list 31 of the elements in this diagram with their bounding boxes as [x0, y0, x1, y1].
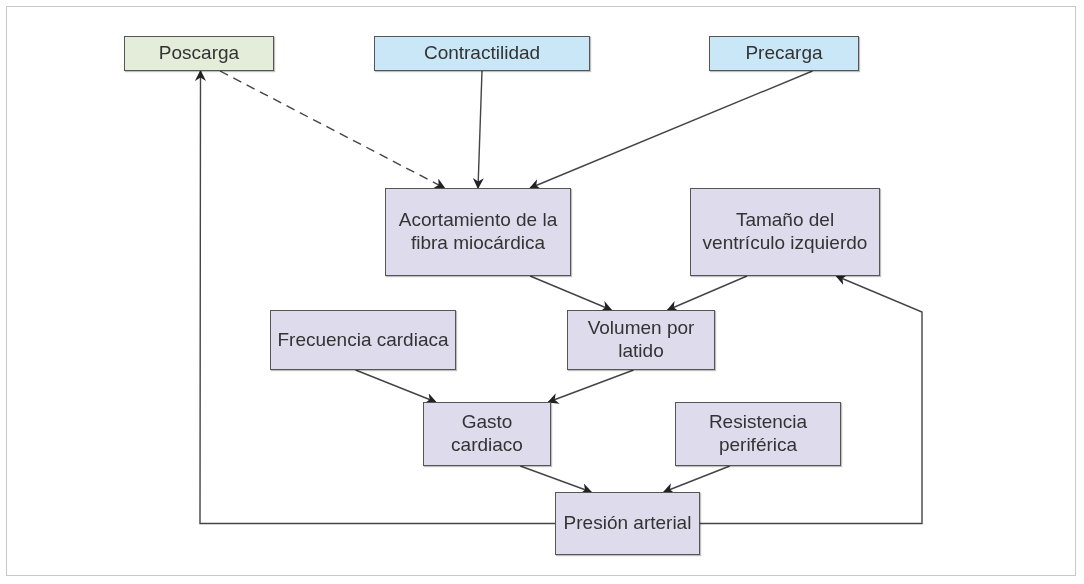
arrow: [666, 275, 748, 312]
process-box: [423, 402, 551, 466]
arrow: [354, 369, 437, 404]
box-label: Gasto cardiaco: [450, 411, 524, 457]
arrow: [529, 275, 613, 312]
process-box: [555, 492, 700, 555]
process-box: [675, 402, 841, 466]
process-box: [374, 36, 590, 71]
process-box: [385, 188, 571, 276]
arrow: [529, 70, 814, 190]
process-box: [270, 310, 456, 370]
dashed-arrow: [219, 70, 446, 189]
arrow: [195, 69, 556, 525]
arrow: [547, 369, 635, 404]
box-label: Poscarga: [158, 42, 240, 65]
box-label: Resistencia periférica: [707, 411, 809, 457]
box-label: Presión arterial: [563, 512, 692, 535]
process-box: [709, 36, 859, 71]
process-box: [567, 310, 715, 370]
process-box: [690, 188, 880, 276]
box-label: Acortamiento de la fibra miocárdica: [397, 209, 559, 255]
process-box: [124, 36, 274, 71]
box-label: Tamaño del ventrículo izquierdo: [701, 209, 869, 255]
arrow: [519, 465, 593, 494]
arrow: [472, 70, 484, 190]
box-label: Volumen por latido: [586, 317, 696, 363]
arrow: [662, 465, 731, 494]
box-label: Precarga: [745, 42, 823, 65]
arrow: [699, 274, 923, 525]
box-label: Contractilidad: [423, 42, 541, 65]
box-label: Frecuencia cardiaca: [277, 328, 449, 352]
